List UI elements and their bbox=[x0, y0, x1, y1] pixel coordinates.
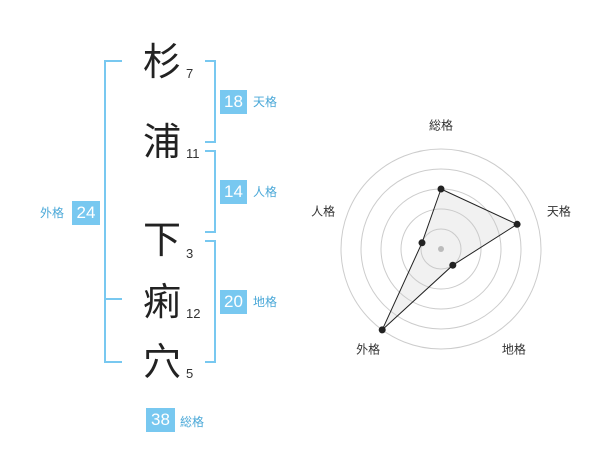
radar-ring-4 bbox=[360, 168, 522, 330]
name-char-1: 杉 bbox=[142, 40, 181, 84]
tenkaku-bracket bbox=[205, 60, 216, 143]
stroke-count-5: 5 bbox=[186, 366, 194, 381]
name-char-2: 浦 bbox=[142, 120, 181, 164]
soukaku-label: 総格 bbox=[180, 415, 205, 429]
radar-axis-label-2: 天格 bbox=[546, 204, 571, 219]
gaikaku-value-badge: 24 bbox=[72, 201, 100, 225]
radar-axis-label-3: 地格 bbox=[501, 342, 526, 357]
soukaku-value-badge: 38 bbox=[146, 408, 175, 432]
radar-ring-1 bbox=[420, 228, 462, 270]
name-char-5: 穴 bbox=[142, 340, 181, 384]
chikaku-value-badge: 20 bbox=[220, 290, 247, 314]
stroke-count-1: 7 bbox=[186, 66, 194, 81]
gaikaku-bracket bbox=[104, 60, 122, 363]
radar-axis-label-5: 人格 bbox=[311, 204, 336, 219]
tenkaku-label: 天格 bbox=[253, 95, 278, 109]
gaikaku-bracket-divider bbox=[104, 298, 122, 300]
radar-point-1 bbox=[437, 185, 445, 193]
stroke-count-4: 12 bbox=[186, 306, 201, 321]
radar-axis-label-4: 外格 bbox=[356, 342, 381, 357]
radar-point-2 bbox=[513, 220, 521, 228]
radar-value-polygon bbox=[381, 188, 519, 331]
name-char-4: 痢 bbox=[142, 280, 181, 324]
gaikaku-label: 外格 bbox=[40, 206, 65, 220]
radar-ring-5 bbox=[340, 148, 542, 350]
radar-ring-2 bbox=[400, 208, 482, 290]
chikaku-label: 地格 bbox=[253, 295, 278, 309]
jinkaku-value-badge: 14 bbox=[220, 180, 247, 204]
radar-point-4 bbox=[378, 326, 386, 334]
chikaku-bracket bbox=[205, 240, 216, 363]
radar-center-dot bbox=[438, 246, 444, 252]
radar-point-3 bbox=[449, 261, 457, 269]
stroke-count-3: 3 bbox=[186, 246, 194, 261]
tenkaku-value-badge: 18 bbox=[220, 90, 247, 114]
jinkaku-bracket bbox=[205, 150, 216, 233]
radar-axis-label-1: 総格 bbox=[428, 118, 454, 133]
stroke-count-2: 11 bbox=[186, 146, 200, 161]
name-char-3: 下 bbox=[142, 218, 181, 262]
jinkaku-label: 人格 bbox=[253, 185, 278, 199]
radar-point-5 bbox=[418, 239, 426, 247]
